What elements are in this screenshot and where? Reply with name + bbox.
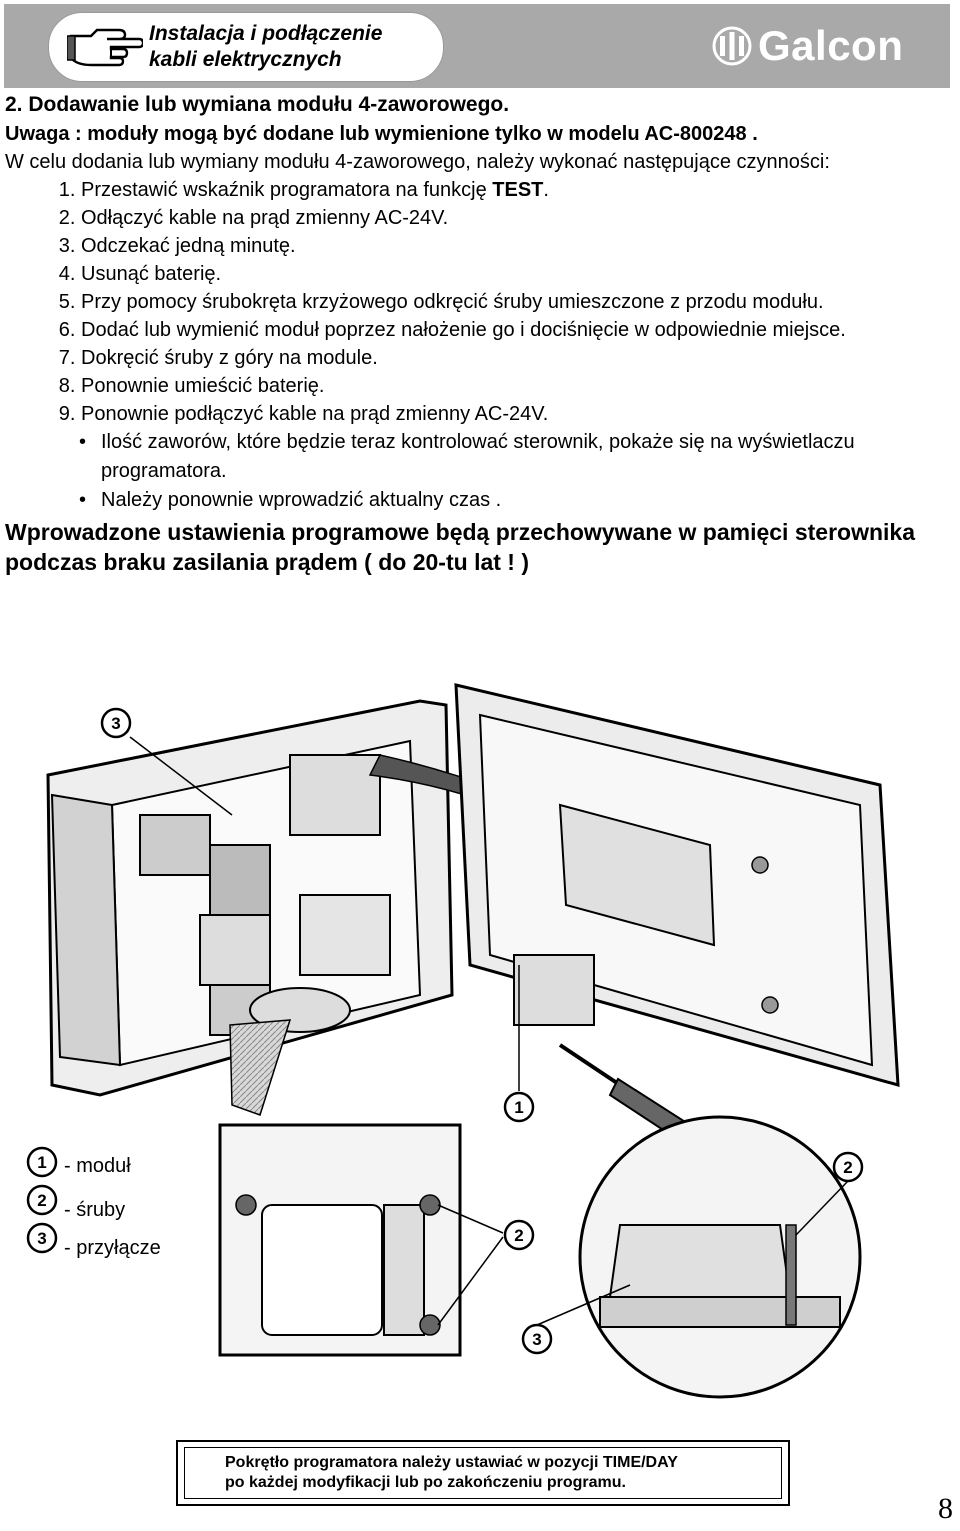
header-title-badge: Instalacja i podłączenie kabli elektrycz…: [48, 12, 444, 82]
step-text: Przy pomocy śrubokręta krzyżowego odkręc…: [81, 291, 824, 313]
step-item: Ponownie umieścić baterię.: [81, 372, 945, 400]
callout-3-bottom: 3: [521, 1323, 553, 1355]
bullet-list: Ilość zaworów, które będzie teraz kontro…: [5, 428, 945, 515]
legend-item-module: 1 - moduł: [26, 1146, 131, 1178]
step-text: Ponownie podłączyć kable na prąd zmienny…: [81, 403, 549, 425]
brand-name: Galcon: [758, 22, 904, 69]
controller-door: [454, 683, 900, 1088]
step-item: Odczekać jedną minutę.: [81, 232, 945, 260]
callout-label: 3: [532, 1330, 541, 1349]
brand-logo: Galcon: [710, 22, 904, 69]
model-note: Uwaga : moduły mogą być dodane lub wymie…: [5, 123, 758, 145]
legend-number: 1: [37, 1153, 46, 1172]
screw-detail-view: [578, 1115, 862, 1399]
step-emphasis: TEST: [492, 179, 544, 201]
callout-2-right: 2: [832, 1151, 864, 1183]
controller-diagram: 3 1 2 2 3 1 - moduł 2 - śruby 3 - przyłą…: [26, 683, 900, 1399]
page-number: 8: [938, 1492, 953, 1525]
header-title-line2: kabli elektrycznych: [149, 48, 342, 71]
section-title: 2. Dodawanie lub wymiana modułu 4-zaworo…: [5, 93, 510, 116]
step-text: Usunąć baterię.: [81, 263, 222, 285]
memory-note: Wprowadzone ustawienia programowe będą p…: [5, 519, 915, 575]
step-item: Odłączyć kable na prąd zmienny AC-24V.: [81, 204, 945, 232]
legend-number: 2: [37, 1191, 46, 1210]
galcon-logo-icon: [712, 26, 752, 66]
notice-line1: Pokrętło programatora należy ustawiać w …: [225, 1454, 678, 1471]
controller-housing: [46, 699, 454, 1116]
step-text: Przestawić wskaźnik programatora na funk…: [81, 179, 493, 201]
callout-3-top: 3: [100, 707, 132, 739]
legend-label: - moduł: [64, 1155, 131, 1177]
steps-list: Przestawić wskaźnik programatora na funk…: [5, 176, 945, 428]
legend-number: 3: [37, 1229, 46, 1248]
callout-1: 1: [503, 1091, 535, 1123]
callout-label: 3: [111, 714, 120, 733]
step-item: Usunąć baterię.: [81, 260, 945, 288]
step-item: Przy pomocy śrubokręta krzyżowego odkręc…: [81, 288, 945, 316]
step-text: Odczekać jedną minutę.: [81, 235, 296, 257]
instructions: 2. Dodawanie lub wymiana modułu 4-zaworo…: [5, 90, 945, 577]
step-item: Przestawić wskaźnik programatora na funk…: [81, 176, 945, 204]
callout-label: 1: [514, 1098, 523, 1117]
callout-label: 2: [514, 1226, 523, 1245]
step-item: Dodać lub wymienić moduł poprzez nałożen…: [81, 316, 945, 344]
intro-text: W celu dodania lub wymiany modułu 4-zawo…: [5, 151, 830, 173]
legend-label: - przyłącze: [64, 1237, 161, 1259]
bullet-item: Ilość zaworów, które będzie teraz kontro…: [79, 428, 945, 486]
legend-label: - śruby: [64, 1199, 125, 1221]
step-text: Ponownie umieścić baterię.: [81, 375, 325, 397]
header-title: Instalacja i podłączenie kabli elektrycz…: [149, 21, 382, 73]
step-text: Dodać lub wymienić moduł poprzez nałożen…: [81, 319, 846, 341]
module-detail-view: [218, 1123, 462, 1357]
legend-item-screws: 2 - śruby: [26, 1184, 125, 1221]
notice-text: Pokrętło programatora należy ustawiać w …: [184, 1447, 782, 1499]
bullet-item: Należy ponownie wprowadzić aktualny czas…: [79, 486, 945, 515]
header-bar: Instalacja i podłączenie kabli elektrycz…: [4, 4, 950, 88]
callout-leaders: [129, 736, 849, 1326]
step-item: Ponownie podłączyć kable na prąd zmienny…: [81, 400, 945, 428]
notice-box: Pokrętło programatora należy ustawiać w …: [176, 1440, 790, 1506]
step-item: Dokręcić śruby z góry na module.: [81, 344, 945, 372]
step-text-end: .: [543, 179, 549, 201]
legend-item-connector: 3 - przyłącze: [26, 1222, 161, 1259]
step-text: Dokręcić śruby z góry na module.: [81, 347, 378, 369]
pointing-hand-icon: [67, 28, 143, 67]
notice-line2: po każdej modyfikacji lub po zakończeniu…: [225, 1474, 626, 1491]
step-text: Odłączyć kable na prąd zmienny AC-24V.: [81, 207, 449, 229]
diagram-legend: 1 - moduł 2 - śruby 3 - przyłącze: [26, 1146, 161, 1259]
header-title-line1: Instalacja i podłączenie: [149, 22, 383, 45]
callout-2-left: 2: [503, 1219, 535, 1251]
callout-label: 2: [843, 1158, 852, 1177]
